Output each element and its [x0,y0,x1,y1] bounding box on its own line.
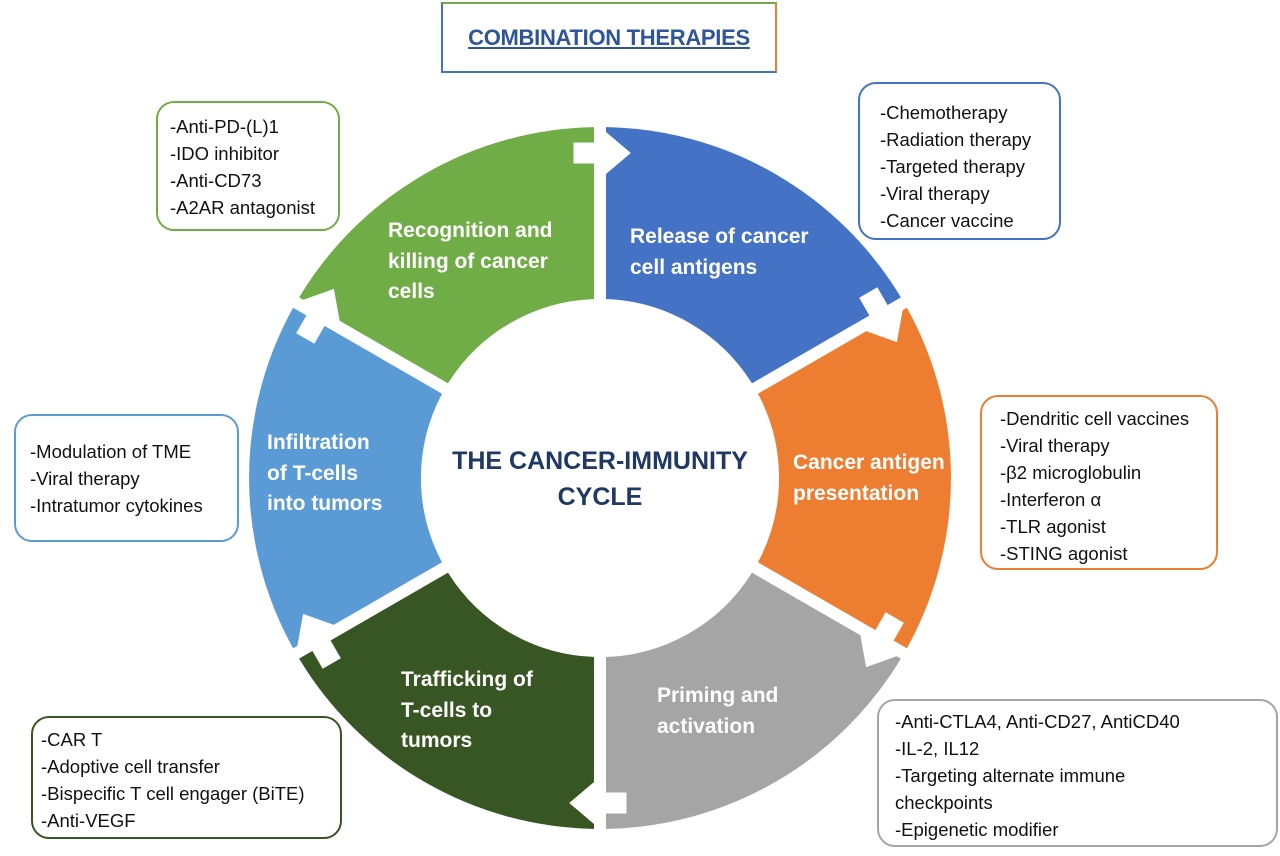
therapy-item: -Viral therapy [30,468,140,489]
title-box: COMBINATION THERAPIES [441,2,777,73]
therapy-box-priming: -Anti-CTLA4, Anti-CD27, AntiCD40 -IL-2, … [877,699,1278,847]
therapy-box-trafficking: -CAR T -Adoptive cell transfer -Bispecif… [31,716,342,839]
therapy-item: -Intratumor cytokines [30,495,203,516]
cycle-segment-infiltration [249,307,443,649]
therapy-item: -IL-2, IL12 [895,738,980,759]
segment-label-line: tumors [401,729,473,752]
segment-label-line: Cancer antigen [793,451,945,474]
therapy-item: -Anti-CD73 [170,170,262,191]
segment-label-line: presentation [793,481,920,505]
arrow-shape [859,612,904,668]
cycle-arrow-icon [296,288,341,344]
cycle-arrow-icon [859,287,904,343]
center-label-line: CYCLE [557,483,643,511]
therapy-item: -Viral therapy [880,183,990,204]
therapy-box-recognition: -Anti-PD-(L)1 -IDO inhibitor -Anti-CD73 … [156,101,340,231]
segment-label-line: into tumors [267,492,383,515]
center-circle [422,300,778,656]
therapy-item: -Radiation therapy [880,129,1032,150]
segment-label-release: Release of cancer cell antigens [630,222,809,283]
therapy-item: -A2AR antagonist [170,197,316,218]
therapy-box-antigen: -Dendritic cell vaccines -Viral therapy … [980,395,1218,570]
cycle-segment-release [606,127,901,384]
segment-label-line: of T-cells [267,461,359,485]
therapy-item: -Chemotherapy [880,102,1008,123]
cycle-arrow-icon [296,613,341,669]
segment-label-line: Release of cancer [630,225,809,248]
therapy-box-release: -Chemotherapy -Radiation therapy -Target… [858,82,1061,240]
center-label: THE CANCER-IMMUNITY CYCLE [420,443,780,515]
therapy-item: -β2 microglobulin [1000,462,1142,483]
segment-label-line: T-cells to [401,698,493,722]
diagram-title: COMBINATION THERAPIES [468,24,750,50]
segment-label-line: activation [657,714,756,738]
arrow-shape [569,779,627,827]
segment-label-infiltration: Infiltration of T-cells into tumors [267,428,383,520]
segment-label-trafficking: Trafficking of T-cells to tumors [401,665,533,757]
therapy-item: -STING agonist [1000,543,1128,564]
segment-label-priming: Priming and activation [657,681,778,742]
segment-label-line: killing of cancer [388,249,548,273]
therapy-item: -CAR T [41,729,103,750]
therapy-item: -Anti-PD-(L)1 [170,116,279,137]
segment-label-line: Trafficking of [401,668,533,691]
cycle-segment-antigen [757,307,951,649]
arrow-shape [296,613,341,669]
segment-label-antigen: Cancer antigen presentation [793,448,945,509]
cycle-segment-trafficking [299,572,594,829]
therapy-item: checkpoints [895,792,993,813]
segment-label-line: Recognition and [388,219,553,242]
therapy-item: -Interferon α [1000,489,1102,510]
therapy-item: -Modulation of TME [30,441,192,462]
therapy-item: -Targeting alternate immune [895,765,1126,786]
therapy-item: -Cancer vaccine [880,210,1014,231]
therapy-item: -IDO inhibitor [170,143,279,164]
segment-label-recognition: Recognition and killing of cancer cells [388,216,553,308]
center-label-line: THE CANCER-IMMUNITY [452,447,748,475]
therapy-item: -Dendritic cell vaccines [1000,408,1190,429]
therapy-item: -Epigenetic modifier [895,819,1059,840]
therapy-box-infiltration: -Modulation of TME -Viral therapy -Intra… [14,414,239,542]
arrow-shape [573,129,631,177]
cycle-arrow-icon [569,779,627,827]
cycle-segment-priming [606,572,901,829]
therapy-item: -Bispecific T cell engager (BiTE) [41,783,305,804]
therapy-item: -Adoptive cell transfer [41,756,220,777]
therapy-item: -TLR agonist [1000,516,1106,537]
therapy-item: -Viral therapy [1000,435,1110,456]
therapy-item: -Anti-VEGF [41,810,136,831]
segment-label-line: cells [388,280,435,303]
arrow-shape [859,287,904,343]
segment-label-line: Priming and [657,684,779,707]
segment-label-line: Infiltration [267,431,370,454]
therapy-item: -Targeted therapy [880,156,1026,177]
cycle-arrow-icon [573,129,631,177]
cycle-segment-recognition [299,127,594,384]
segment-label-line: cell antigens [630,255,758,279]
therapy-item: -Anti-CTLA4, Anti-CD27, AntiCD40 [895,711,1180,732]
cycle-arrow-icon [859,612,904,668]
arrow-shape [296,288,341,344]
